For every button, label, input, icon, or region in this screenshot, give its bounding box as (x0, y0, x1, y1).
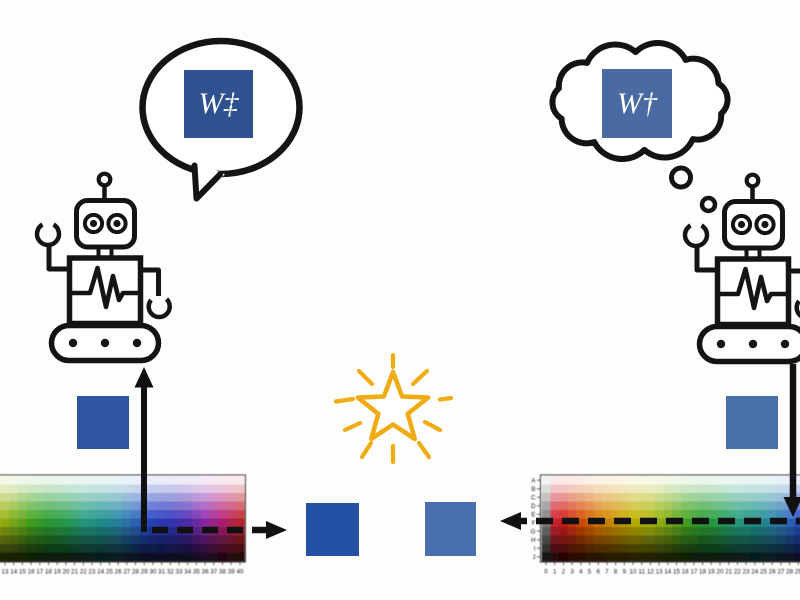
svg-text:I: I (534, 546, 536, 553)
svg-text:16: 16 (682, 569, 689, 576)
svg-text:16: 16 (28, 569, 35, 576)
svg-text:27: 27 (777, 569, 784, 576)
svg-text:19: 19 (708, 569, 715, 576)
svg-text:24: 24 (97, 569, 104, 576)
svg-text:20: 20 (717, 569, 724, 576)
svg-text:39: 39 (228, 569, 235, 576)
svg-text:38: 38 (219, 569, 226, 576)
svg-text:33: 33 (176, 569, 183, 576)
svg-text:34: 34 (184, 569, 191, 576)
svg-text:6: 6 (596, 569, 600, 576)
svg-text:32: 32 (167, 569, 174, 576)
svg-text:30: 30 (149, 569, 156, 576)
svg-text:36: 36 (202, 569, 209, 576)
svg-text:28: 28 (786, 569, 793, 576)
svg-text:D: D (531, 503, 536, 510)
svg-text:37: 37 (210, 569, 217, 576)
svg-text:28: 28 (132, 569, 139, 576)
svg-text:5: 5 (588, 569, 592, 576)
svg-text:4: 4 (579, 569, 583, 576)
svg-text:22: 22 (734, 569, 741, 576)
svg-text:26: 26 (769, 569, 776, 576)
svg-text:20: 20 (62, 569, 69, 576)
svg-text:13: 13 (2, 569, 9, 576)
svg-text:35: 35 (193, 569, 200, 576)
svg-text:H: H (531, 537, 535, 544)
svg-text:18: 18 (45, 569, 52, 576)
svg-text:12: 12 (647, 569, 654, 576)
svg-text:25: 25 (760, 569, 767, 576)
svg-text:13: 13 (656, 569, 663, 576)
svg-text:31: 31 (158, 569, 165, 576)
svg-text:18: 18 (699, 569, 706, 576)
svg-text:27: 27 (123, 569, 130, 576)
svg-text:23: 23 (89, 569, 96, 576)
svg-text:G: G (531, 529, 536, 536)
svg-text:15: 15 (19, 569, 26, 576)
svg-text:14: 14 (10, 569, 17, 576)
svg-text:B: B (531, 486, 535, 493)
svg-text:15: 15 (673, 569, 680, 576)
svg-text:21: 21 (725, 569, 732, 576)
svg-text:2: 2 (562, 569, 566, 576)
svg-text:C: C (531, 495, 536, 502)
svg-text:17: 17 (36, 569, 43, 576)
svg-text:11: 11 (638, 569, 645, 576)
svg-text:26: 26 (115, 569, 122, 576)
svg-text:W‡: W‡ (199, 87, 240, 120)
svg-text:21: 21 (71, 569, 78, 576)
svg-text:23: 23 (743, 569, 750, 576)
svg-text:25: 25 (106, 569, 113, 576)
svg-text:E: E (531, 512, 535, 519)
svg-text:J: J (532, 554, 535, 561)
svg-text:A: A (531, 478, 536, 485)
svg-text:W†: W† (617, 87, 658, 120)
svg-text:10: 10 (630, 569, 637, 576)
svg-text:0: 0 (544, 569, 548, 576)
svg-text:8: 8 (614, 569, 618, 576)
svg-text:3: 3 (570, 569, 574, 576)
svg-text:14: 14 (664, 569, 671, 576)
svg-text:1: 1 (553, 569, 557, 576)
svg-text:22: 22 (80, 569, 87, 576)
svg-text:24: 24 (751, 569, 758, 576)
svg-text:29: 29 (795, 569, 800, 576)
svg-text:17: 17 (690, 569, 697, 576)
svg-text:29: 29 (141, 569, 148, 576)
svg-text:19: 19 (54, 569, 61, 576)
svg-text:9: 9 (623, 569, 627, 576)
svg-text:7: 7 (605, 569, 609, 576)
svg-text:40: 40 (236, 569, 243, 576)
svg-text:F: F (532, 520, 536, 527)
